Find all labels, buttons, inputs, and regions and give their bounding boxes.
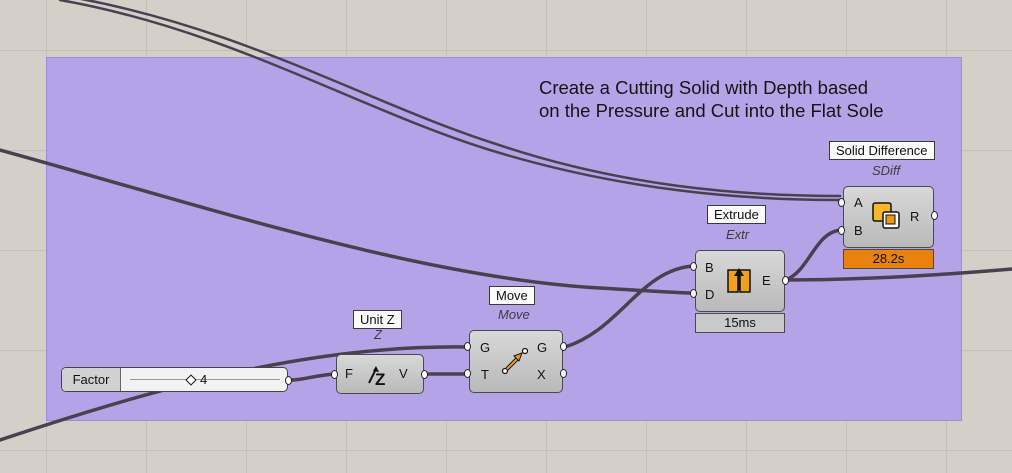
move-component[interactable]: G T G X	[469, 330, 563, 393]
wire-to-sdiff-a-2	[79, 0, 842, 198]
sdiff-output-r-grip[interactable]	[931, 211, 938, 220]
slider-handle[interactable]	[185, 374, 197, 386]
sdiff-output-r[interactable]: R	[910, 209, 920, 224]
move-output-x[interactable]: X	[537, 367, 546, 382]
extrude-input-b-grip[interactable]	[690, 262, 697, 271]
unitz-output-grip[interactable]	[421, 370, 428, 379]
sdiff-profiler: 28.2s	[843, 249, 934, 269]
move-input-t-grip[interactable]	[464, 369, 471, 378]
unitz-input-grip[interactable]	[331, 370, 338, 379]
unit-z-component[interactable]: F V Z	[336, 354, 424, 394]
unitz-nickname: Z	[374, 327, 382, 342]
wire-to-sdiff-a	[58, 0, 842, 202]
extrude-profiler: 15ms	[695, 313, 785, 333]
solid-difference-component[interactable]: A B R	[843, 186, 934, 248]
extrude-input-d[interactable]: D	[705, 287, 715, 302]
extrude-input-d-grip[interactable]	[690, 289, 697, 298]
svg-text:Z: Z	[375, 370, 385, 387]
move-arrow-icon	[501, 347, 529, 375]
extrude-tag: Extrude	[707, 205, 766, 224]
extrude-output-e[interactable]: E	[762, 273, 771, 288]
extrude-component[interactable]: B D E	[695, 250, 785, 312]
extrude-input-b[interactable]: B	[705, 260, 714, 275]
move-input-g-grip[interactable]	[464, 342, 471, 351]
wire-extrude-out	[784, 267, 1012, 282]
move-output-g-grip[interactable]	[560, 342, 567, 351]
unitz-output-v[interactable]: V	[399, 366, 408, 381]
wire-extrude-to-sdiff-b	[784, 228, 843, 282]
sdiff-input-b-grip[interactable]	[838, 226, 845, 235]
unitz-input-f[interactable]: F	[345, 366, 353, 381]
slider-value: 4	[200, 372, 208, 387]
group-description: Create a Cutting Solid with Depth based …	[539, 77, 884, 121]
wire-slider-to-unitz	[288, 372, 338, 382]
slider-track[interactable]	[130, 379, 280, 380]
unit-z-icon: Z	[368, 366, 385, 387]
sdiff-input-b[interactable]: B	[854, 223, 863, 238]
solid-difference-icon	[872, 202, 900, 229]
move-nickname: Move	[498, 307, 530, 322]
move-output-x-grip[interactable]	[560, 369, 567, 378]
slider-output-grip[interactable]	[285, 376, 292, 385]
sdiff-input-a-grip[interactable]	[838, 198, 845, 207]
move-output-g[interactable]: G	[537, 340, 548, 355]
move-input-g[interactable]: G	[480, 340, 491, 355]
extrude-output-e-grip[interactable]	[782, 276, 789, 285]
sdiff-input-a[interactable]: A	[854, 195, 863, 210]
extrude-nickname: Extr	[726, 227, 750, 242]
unitz-tag: Unit Z	[353, 310, 402, 329]
slider-label: Factor	[62, 368, 121, 391]
sdiff-tag: Solid Difference	[829, 141, 935, 160]
move-input-t[interactable]: T	[481, 367, 489, 382]
wire-move-to-extrude-b	[563, 264, 695, 349]
wire-to-extrude-d	[0, 148, 695, 295]
move-tag: Move	[489, 286, 535, 305]
factor-slider[interactable]: Factor 4	[61, 367, 288, 392]
sdiff-nickname: SDiff	[872, 163, 901, 178]
extrude-icon	[727, 268, 751, 293]
